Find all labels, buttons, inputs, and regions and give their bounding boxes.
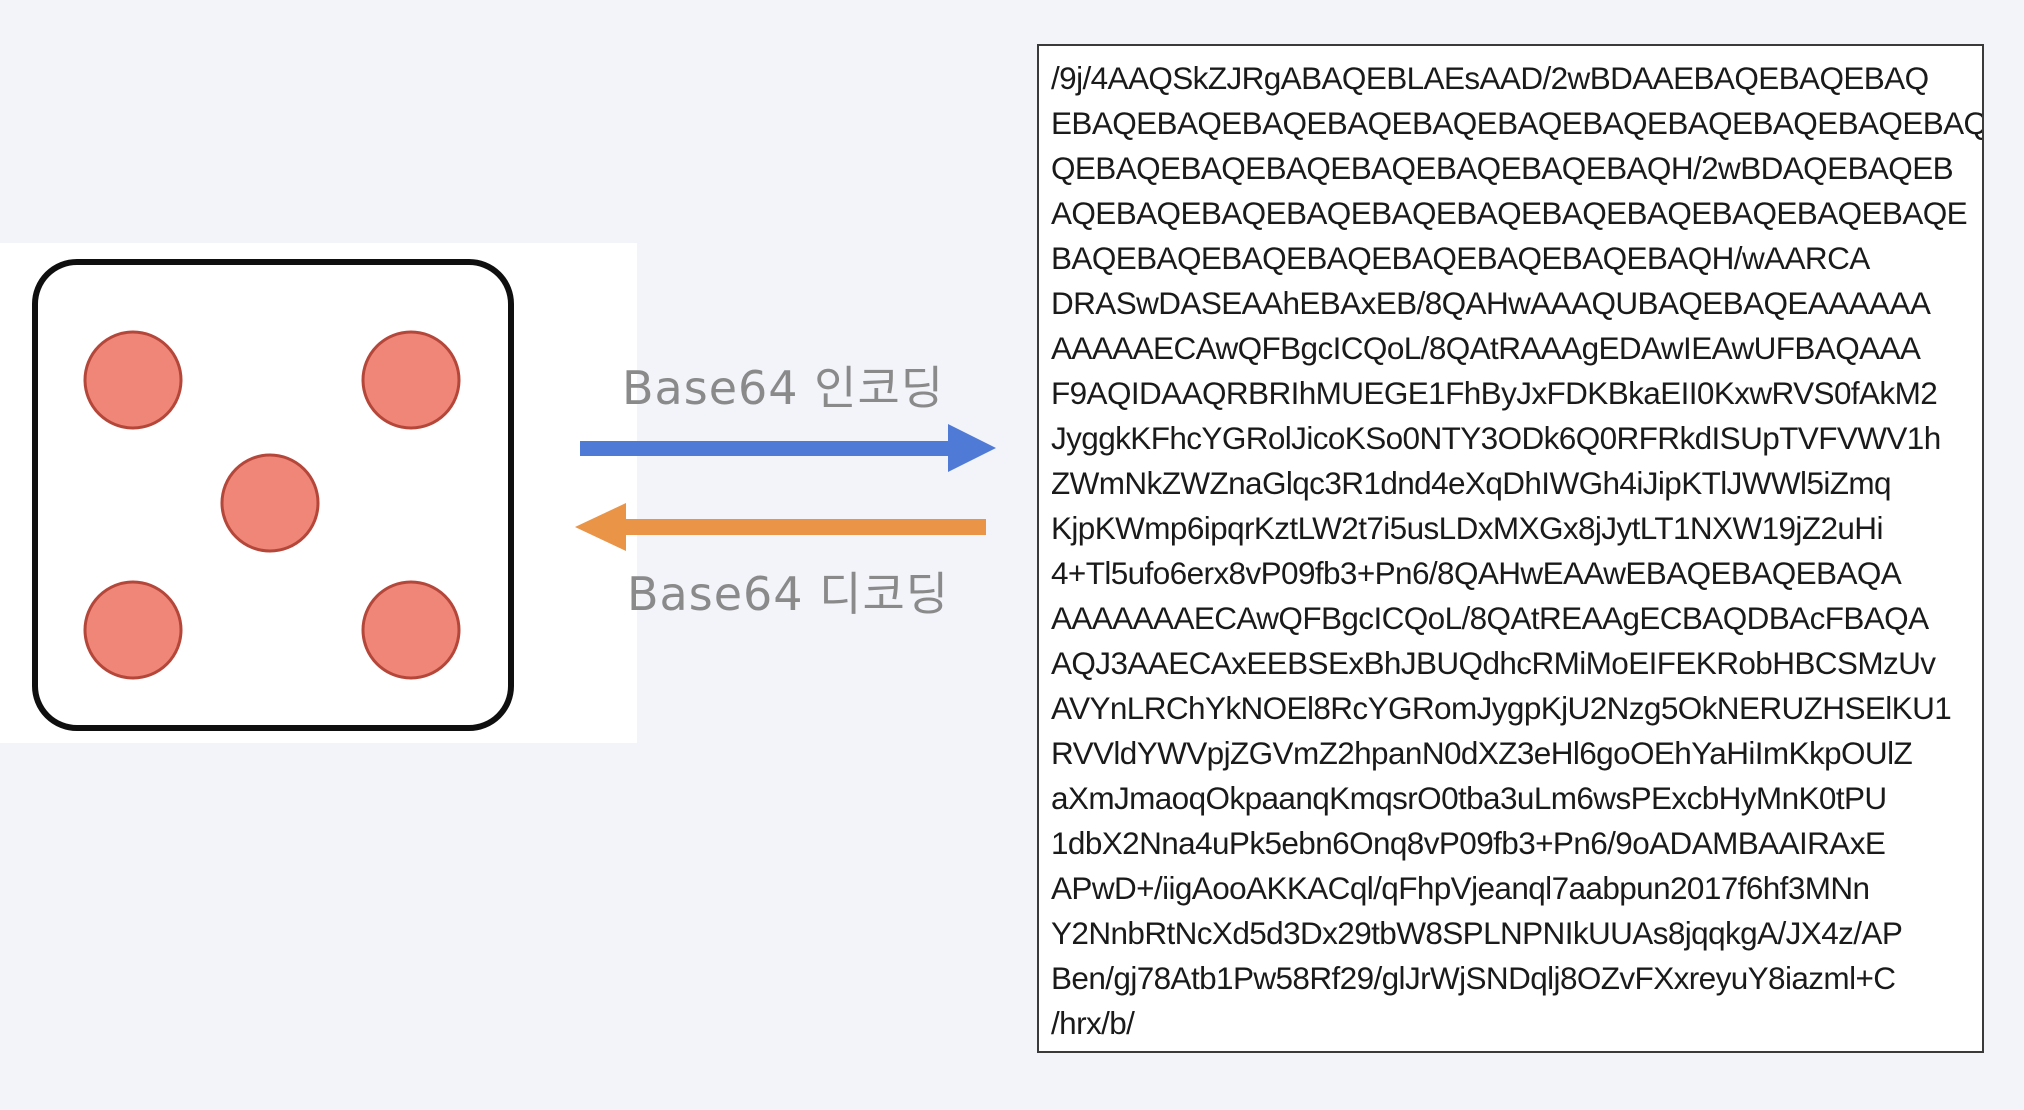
- dice-pip-bottom-right: [361, 580, 461, 680]
- encoded-text-line: APwD+/iigAooAKKACql/qFhpVjeanql7aabpun20…: [1051, 870, 1870, 906]
- encoded-text-line: AAAAAAAECAwQFBgcICQoL/8QAtREAAgECBAQDBAc…: [1051, 600, 1929, 636]
- encoded-text-line: Y2NnbRtNcXd5d3Dx29tbW8SPLNPNIkUUAs8jqqkg…: [1051, 915, 1903, 951]
- encoded-text-line: 1dbX2Nna4uPk5ebn6Onq8vP09fb3+Pn6/9oADAMB…: [1051, 825, 1886, 861]
- dice-pip-bottom-left: [83, 580, 183, 680]
- encoded-text-line: AQEBAQEBAQEBAQEBAQEBAQEBAQEBAQEBAQEBAQEB…: [1051, 195, 1968, 231]
- encoded-text-line: 4+Tl5ufo6erx8vP09fb3+Pn6/8QAHwEAAwEBAQEB…: [1051, 555, 1902, 591]
- encoded-text-line: AQJ3AAECAxEEBSExBhJBUQdhcRMiMoEIFEKRobHB…: [1051, 645, 1936, 681]
- dice-pip-top-right: [361, 330, 461, 430]
- encoded-text-line: EBAQEBAQEBAQEBAQEBAQEBAQEBAQEBAQEBAQEBAQ…: [1051, 105, 1984, 141]
- encoded-text-line: AAAAAECAwQFBgcICQoL/8QAtRAAAgEDAwIEAwUFB…: [1051, 330, 1921, 366]
- dice-pip-top-left: [83, 330, 183, 430]
- dice-pip-center: [220, 453, 320, 553]
- dice-five-icon: [32, 259, 514, 731]
- base64-decode-label: Base64 디코딩: [627, 567, 950, 621]
- encoded-text-line: Ben/gj78Atb1Pw58Rf29/glJrWjSNDqlj8OZvFXx…: [1051, 960, 1896, 996]
- encoded-text-line: QEBAQEBAQEBAQEBAQEBAQEBAQEBAQH/2wBDAQEBA…: [1051, 150, 1954, 186]
- encoded-text-line: /hrx/b/: [1051, 1005, 1135, 1041]
- encoded-text-line: ZWmNkZWZnaGlqc3R1dnd4eXqDhIWGh4iJipKTlJW…: [1051, 465, 1892, 501]
- encoded-text-line: RVVldYWVpjZGVmZ2hpanN0dXZ3eHl6goOEhYaHiI…: [1051, 735, 1913, 771]
- encoded-text-line: AVYnLRChYkNOEl8RcYGRomJygpKjU2Nzg5OkNERU…: [1051, 690, 1952, 726]
- encoded-text-line: aXmJmaoqOkpaanqKmqsrO0tba3uLm6wsPExcbHyM…: [1051, 780, 1887, 816]
- base64-encoded-text-box: /9j/4AAQSkZJRgABAQEBLAEsAAD/2wBDAAEBAQEB…: [1037, 44, 1984, 1053]
- encode-arrow-icon: [580, 424, 996, 472]
- encoded-text-line: F9AQIDAAQRBRIhMUEGE1FhByJxFDKBkaEII0KxwR…: [1051, 375, 1938, 411]
- base64-encode-label: Base64 인코딩: [622, 361, 945, 415]
- encoded-text-line: DRASwDASEAAhEBAxEB/8QAHwAAAQUBAQEBAQEAAA…: [1051, 285, 1931, 321]
- encoded-text-line: /9j/4AAQSkZJRgABAQEBLAEsAAD/2wBDAAEBAQEB…: [1051, 60, 1929, 96]
- encoded-text-line: JyggkKFhcYGRolJicoKSo0NTY3ODk6Q0RFRkdISU…: [1051, 420, 1941, 456]
- dice-image-panel: [0, 243, 637, 743]
- encoded-text-line: BAQEBAQEBAQEBAQEBAQEBAQEBAQEBAQH/wAARCA: [1051, 240, 1870, 276]
- encoded-text-line: KjpKWmp6ipqrKztLW2t7i5usLDxMXGx8jJytLT1N…: [1051, 510, 1883, 546]
